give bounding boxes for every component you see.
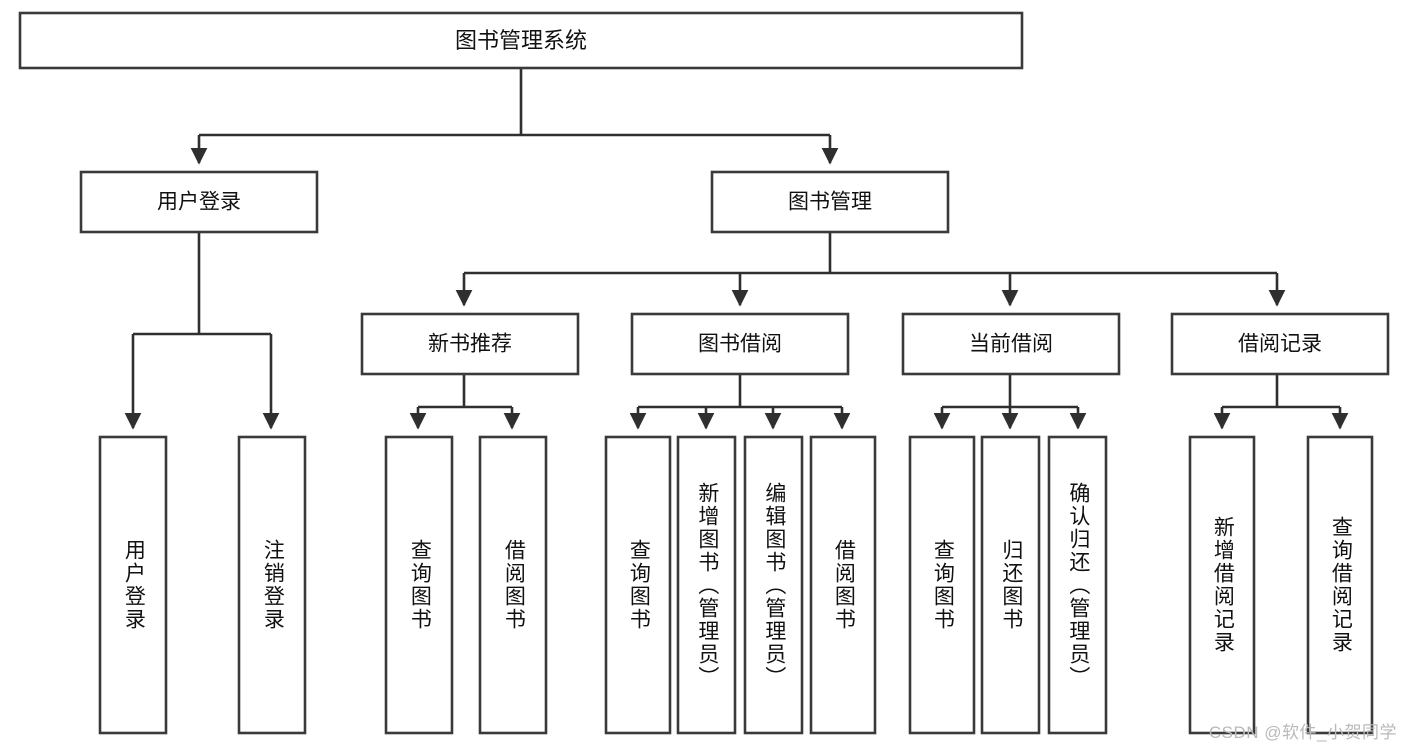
node-leaf-borrow-book-2-box[interactable] — [809, 435, 877, 735]
node-leaf-user-login-box[interactable] — [98, 435, 168, 735]
node-user-login[interactable]: 用户登录 — [79, 170, 319, 234]
node-leaf-query-book-2-box[interactable] — [604, 435, 672, 735]
node-new-book-recommend-box[interactable] — [360, 312, 580, 376]
connector-group-book-manage — [455, 232, 1286, 307]
node-book-manage-box[interactable] — [710, 170, 950, 234]
connector-group-book-borrow — [629, 374, 851, 430]
node-user-login-box[interactable] — [79, 170, 319, 234]
node-book-manage-label: 图书管理 — [788, 191, 872, 214]
node-root[interactable]: 图书管理系统 — [18, 11, 1024, 70]
node-root-label: 图书管理系统 — [455, 28, 587, 53]
connector-group-current-borrow — [933, 374, 1087, 430]
connector-group-borrow-record — [1213, 374, 1349, 430]
node-leaf-return-book-box[interactable] — [980, 435, 1041, 735]
node-borrow-record-box[interactable] — [1170, 312, 1390, 376]
watermark-text: CSDN @软件_小贺同学 — [1208, 723, 1397, 742]
node-new-book-recommend-label: 新书推荐 — [428, 333, 512, 356]
node-book-borrow-box[interactable] — [630, 312, 850, 376]
connector-group-root — [190, 68, 839, 165]
node-leaf-query-book-3-box[interactable] — [908, 435, 976, 735]
node-book-borrow-label: 图书借阅 — [698, 333, 782, 356]
node-current-borrow-label: 当前借阅 — [969, 333, 1053, 356]
node-book-borrow[interactable]: 图书借阅 — [630, 312, 850, 376]
connector-group-user-login — [124, 232, 280, 430]
node-borrow-record-label: 借阅记录 — [1238, 333, 1322, 356]
node-user-login-label: 用户登录 — [157, 191, 241, 214]
node-leaf-confirm-return-box[interactable] — [1047, 435, 1108, 735]
node-new-book-recommend[interactable]: 新书推荐 — [360, 312, 580, 376]
node-leaf-add-book-box[interactable] — [676, 435, 737, 735]
node-leaf-user-logout-box[interactable] — [237, 435, 307, 735]
node-root-box[interactable] — [18, 11, 1024, 70]
node-current-borrow[interactable]: 当前借阅 — [901, 312, 1121, 376]
node-book-manage[interactable]: 图书管理 — [710, 170, 950, 234]
node-leaf-query-book-1-box[interactable] — [384, 435, 454, 735]
node-borrow-record[interactable]: 借阅记录 — [1170, 312, 1390, 376]
node-leaf-add-record-box[interactable] — [1188, 435, 1256, 735]
connector-group-new-book-recommend — [409, 374, 521, 430]
node-current-borrow-box[interactable] — [901, 312, 1121, 376]
node-leaf-borrow-book-1-box[interactable] — [478, 435, 548, 735]
node-leaf-query-record-box[interactable] — [1306, 435, 1374, 735]
node-leaf-edit-book-box[interactable] — [743, 435, 804, 735]
